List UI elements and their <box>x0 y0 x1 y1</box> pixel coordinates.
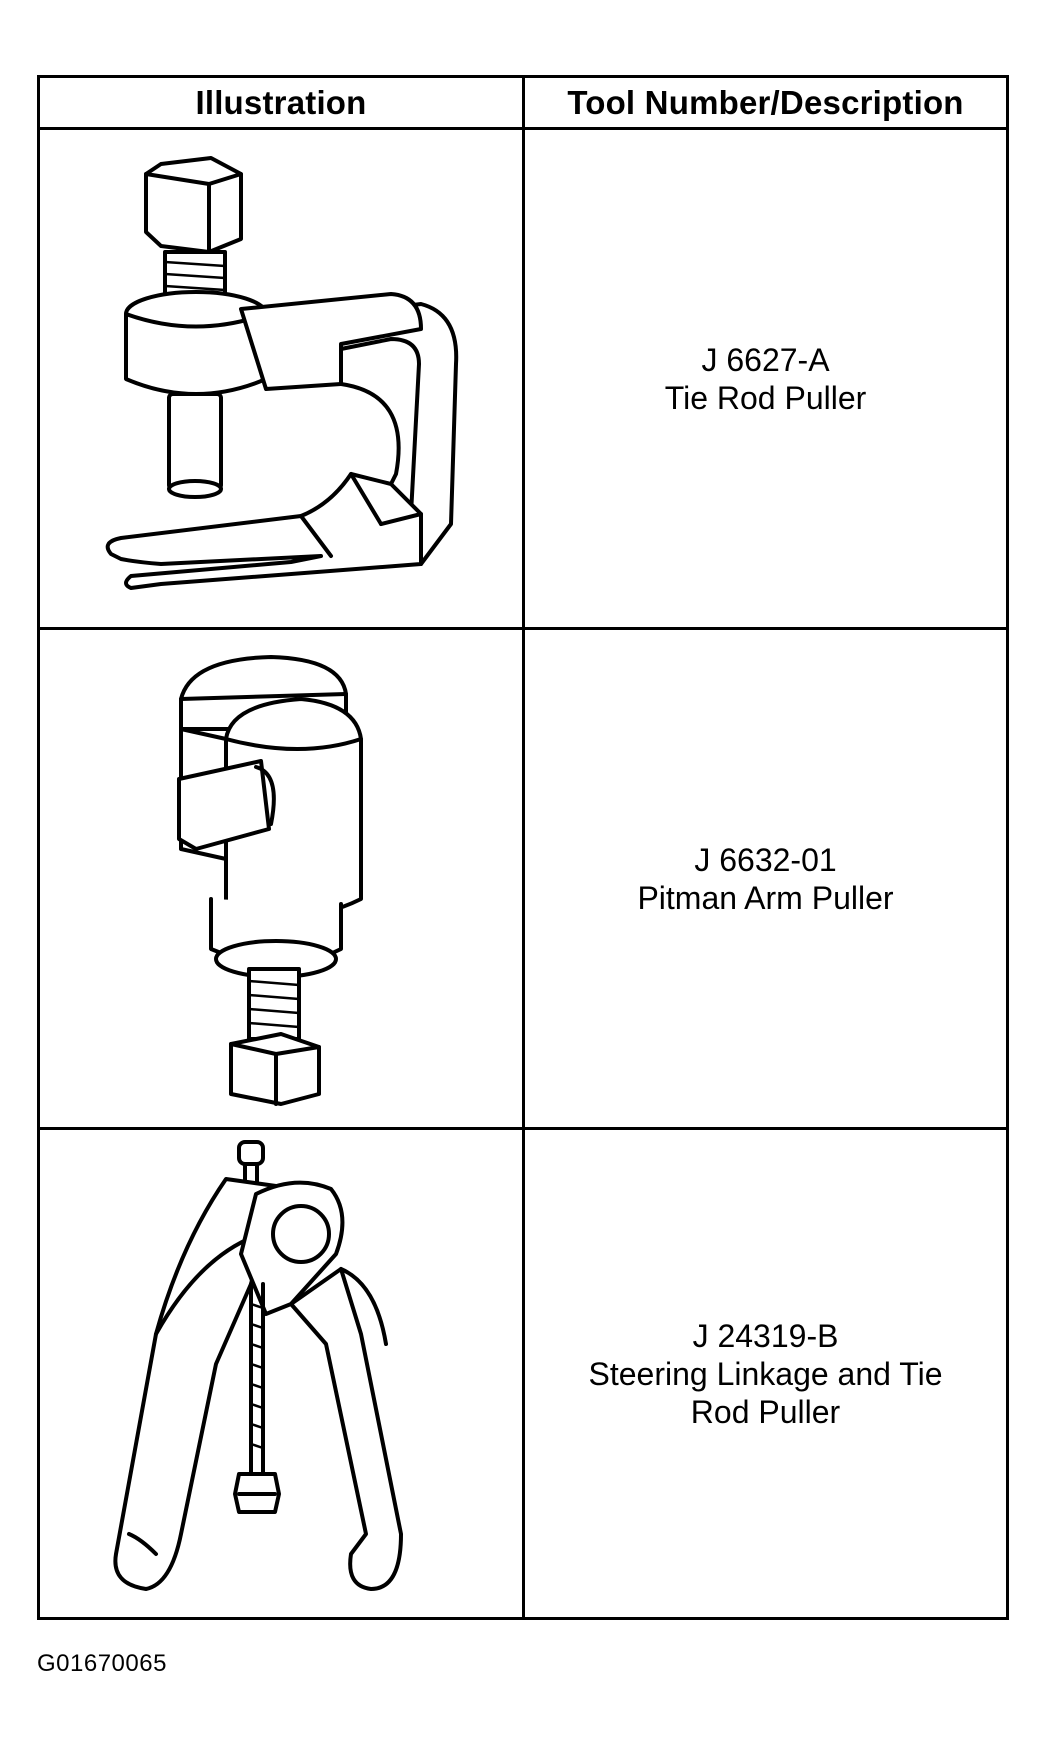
steering-linkage-puller-icon <box>113 1139 403 1591</box>
tool-table: Illustration Tool Number/Description <box>37 75 1009 1620</box>
pitman-arm-puller-icon <box>177 654 363 1106</box>
illustration-cell-2 <box>40 630 525 1130</box>
header-illustration: Illustration <box>40 78 525 130</box>
tie-rod-puller-icon <box>105 155 459 590</box>
description-cell-1: J 6627-A Tie Rod Puller <box>525 130 1006 630</box>
tool-number: J 24319-B <box>692 1317 839 1354</box>
tool-number: J 6632-01 <box>694 841 837 878</box>
tool-description: Pitman Arm Puller <box>637 879 894 916</box>
figure-id: G01670065 <box>37 1650 167 1677</box>
tool-number: J 6627-A <box>701 341 830 378</box>
illustration-cell-1 <box>40 130 525 630</box>
description-cell-3: J 24319-B Steering Linkage and Tie Rod P… <box>525 1130 1006 1617</box>
header-tool-number-description: Tool Number/Description <box>525 78 1006 130</box>
tool-description: Steering Linkage and Tie Rod Puller <box>588 1355 943 1430</box>
illustration-cell-3 <box>40 1130 525 1617</box>
tool-description: Tie Rod Puller <box>664 379 867 416</box>
description-cell-2: J 6632-01 Pitman Arm Puller <box>525 630 1006 1130</box>
